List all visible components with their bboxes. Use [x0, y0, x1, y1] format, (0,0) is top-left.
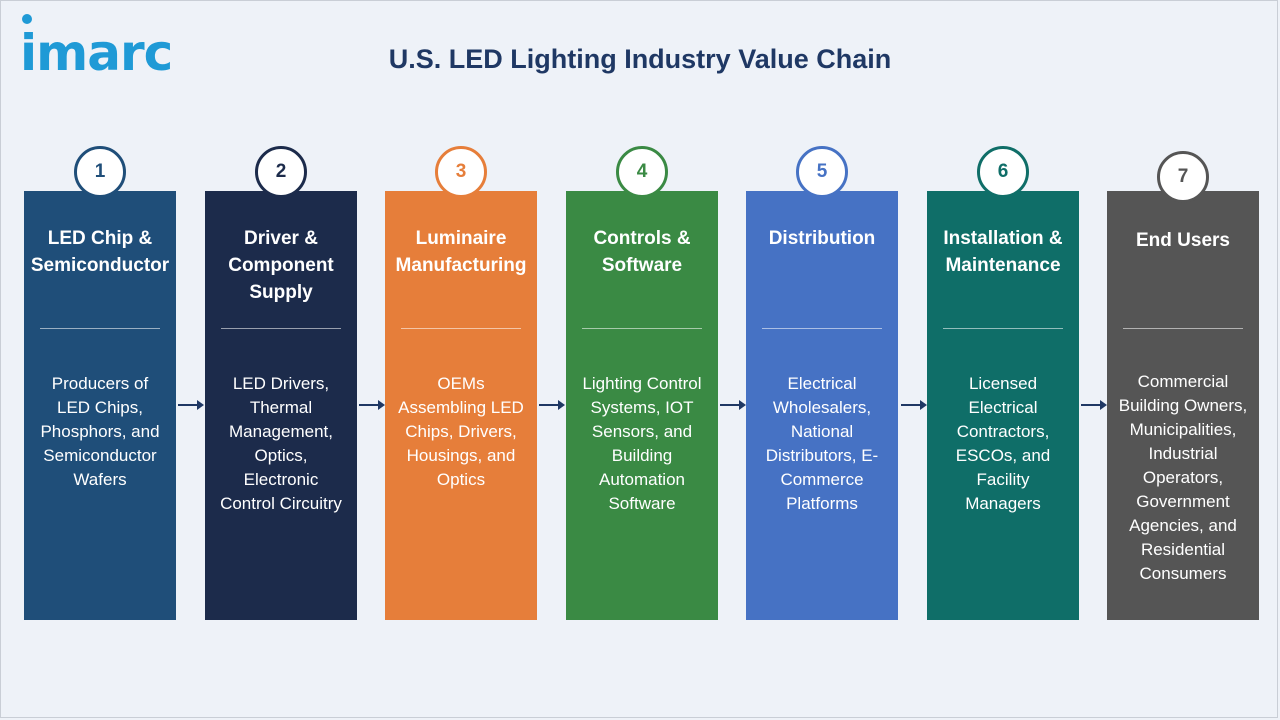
divider: [943, 328, 1063, 329]
divider: [221, 328, 341, 329]
divider: [401, 328, 521, 329]
stage-description: Commercial Building Owners, Municipaliti…: [1118, 372, 1248, 583]
stage-heading: Controls & Software: [593, 228, 691, 276]
stage-card-6: 6 Installation & Maintenance Licensed El…: [927, 146, 1079, 620]
stage-number-badge: 6: [977, 146, 1029, 198]
arrow-icon: [539, 400, 565, 410]
stage-number-badge: 5: [796, 146, 848, 198]
stage-card-3: 3 Luminaire Manufacturing OEMs Assemblin…: [385, 146, 537, 620]
arrow-icon: [359, 400, 385, 410]
stage-heading: Distribution: [768, 228, 876, 249]
stage-card-2: 2 Driver & Component Supply LED Drivers,…: [205, 146, 357, 620]
stage-heading: LED Chip & Semiconductor: [30, 228, 170, 276]
stage-heading: Driver & Component Supply: [228, 228, 334, 303]
stage-card-7: 7 End Users Commercial Building Owners, …: [1107, 151, 1259, 620]
stage-card-1: 1 LED Chip & Semiconductor Producers of …: [24, 146, 176, 620]
divider: [762, 328, 882, 329]
stage-number-badge: 7: [1157, 151, 1209, 203]
arrow-icon: [178, 400, 204, 410]
stage-heading: Installation & Maintenance: [943, 228, 1063, 276]
stage-description: Lighting Control Systems, IOT Sensors, a…: [582, 374, 702, 513]
stage-card-5: 5 Distribution Electrical Wholesalers, N…: [746, 146, 898, 620]
divider: [40, 328, 160, 329]
divider: [1123, 328, 1243, 329]
stage-description: Producers of LED Chips, Phosphors, and S…: [40, 374, 160, 489]
imarc-logo: imarc: [20, 24, 173, 82]
stage-description: Electrical Wholesalers, National Distrib…: [765, 374, 879, 513]
stage-number-badge: 3: [435, 146, 487, 198]
page-title: U.S. LED Lighting Industry Value Chain: [388, 44, 892, 74]
arrow-icon: [720, 400, 746, 410]
stage-number-badge: 1: [74, 146, 126, 198]
arrow-icon: [1081, 400, 1107, 410]
stage-description: LED Drivers, Thermal Management, Optics,…: [220, 374, 342, 513]
stage-description: Licensed Electrical Contractors, ESCOs, …: [955, 374, 1051, 513]
stage-heading: End Users: [1136, 230, 1230, 251]
logo-dot: [22, 14, 32, 24]
stage-number-badge: 2: [255, 146, 307, 198]
stage-card-4: 4 Controls & Software Lighting Control S…: [566, 146, 718, 620]
stage-number-badge: 4: [616, 146, 668, 198]
divider: [582, 328, 702, 329]
stage-heading: Luminaire Manufacturing: [395, 228, 527, 276]
stage-description: OEMs Assembling LED Chips, Drivers, Hous…: [398, 374, 524, 489]
arrow-icon: [901, 400, 927, 410]
